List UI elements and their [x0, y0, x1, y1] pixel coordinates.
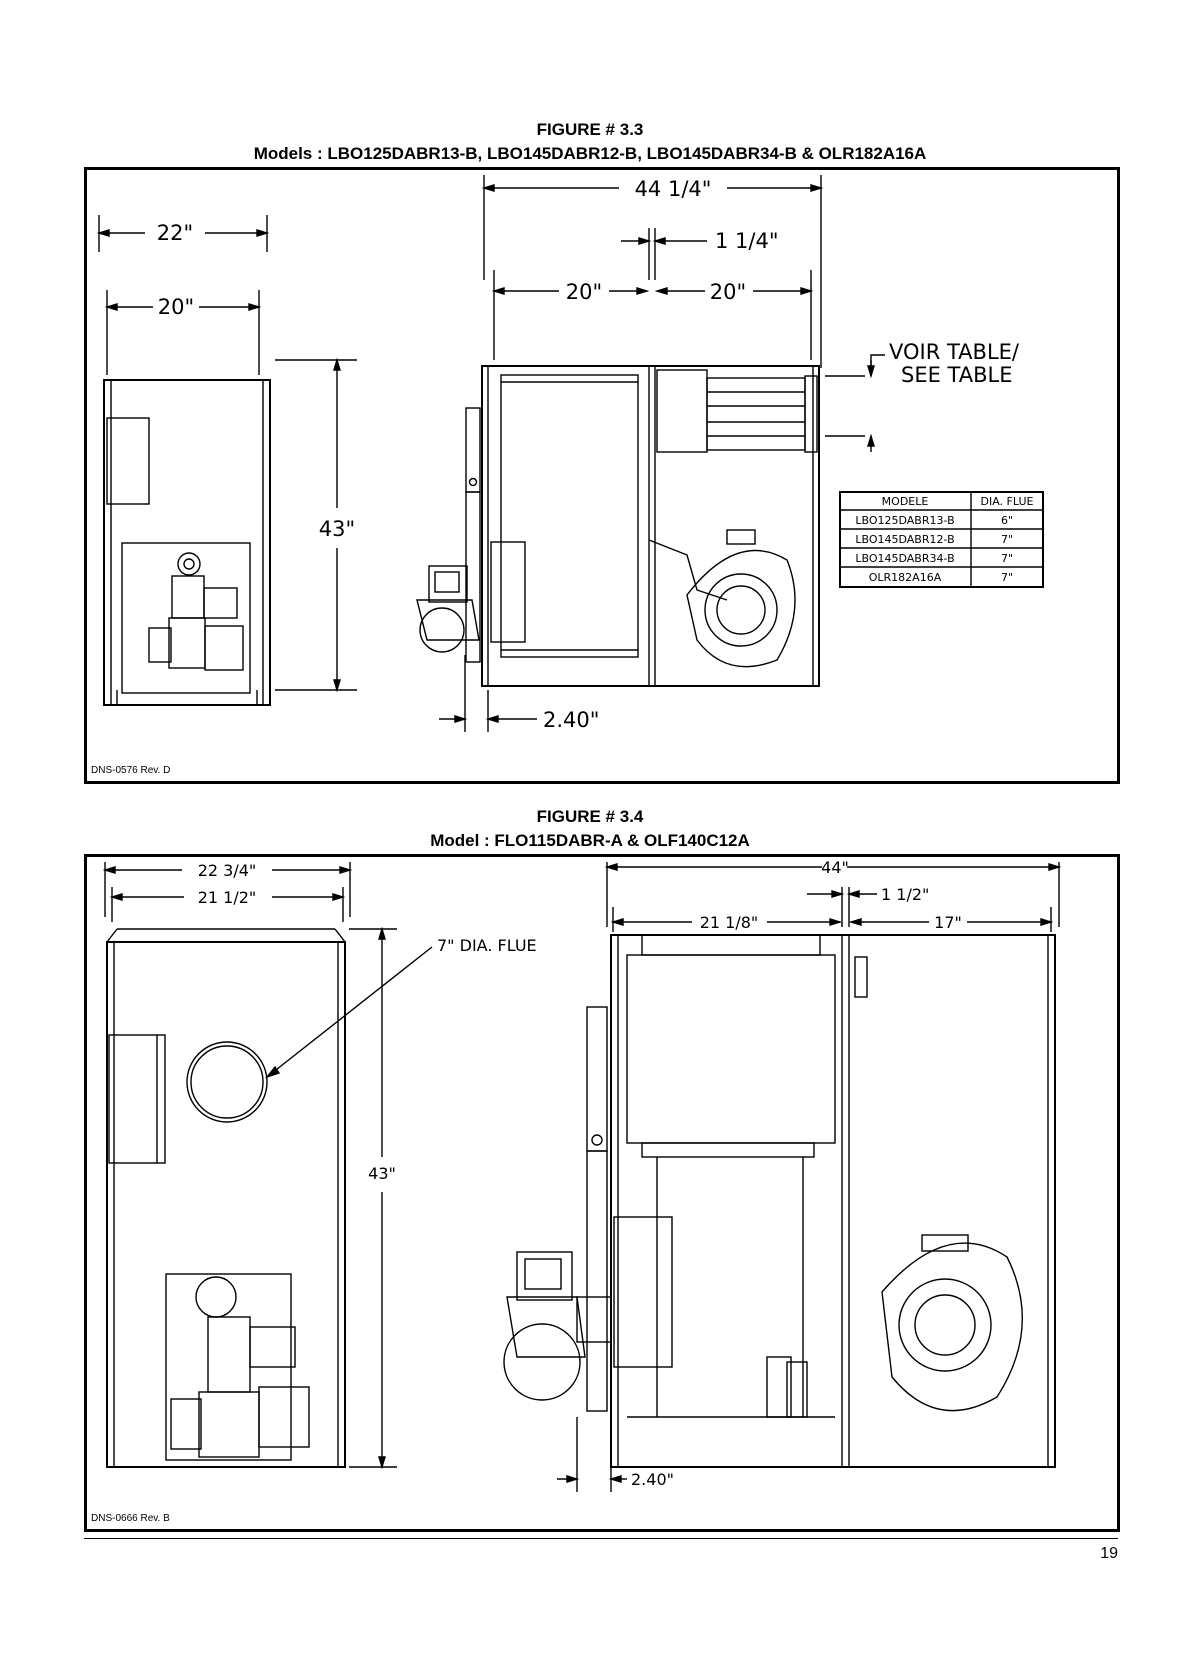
figure-3-4-frame: 22 3/4" 21 1/2" 43" 7" DIA. FLUE 44" 1 1… — [84, 854, 1120, 1532]
table-row-flue: 7" — [1001, 552, 1013, 565]
dim-front-depth-left: 21 1/8" — [700, 913, 759, 932]
dim-side-width-inner: 21 1/2" — [198, 888, 257, 907]
dim-side-width-outer: 22" — [157, 221, 193, 245]
figure-3-4-drawing: 22 3/4" 21 1/2" 43" 7" DIA. FLUE 44" 1 1… — [102, 858, 1062, 1492]
footer-rule — [84, 1538, 1118, 1539]
dim-front-depth-right: 20" — [710, 280, 746, 304]
table-row-model: LBO125DABR13-B — [855, 514, 954, 527]
dim-front-offset: 2.40" — [631, 1470, 674, 1489]
table-row-model: LBO145DABR34-B — [855, 552, 954, 565]
figure-3-3-revision: DNS-0576 Rev. D — [91, 765, 171, 776]
figure-3-4-number: FIGURE # 3.4 — [536, 807, 644, 826]
callout-see-table-en: SEE TABLE — [901, 363, 1012, 387]
dim-front-depth-total: 44" — [821, 858, 849, 877]
callout-see-table-fr: VOIR TABLE/ — [889, 340, 1020, 364]
page-number: 19 — [1100, 1545, 1118, 1562]
figure-3-3-drawing: 22" 20" 43" 44 1/4" 1 1/4" 20" 20" 2.40"… — [96, 175, 1044, 732]
dim-side-width-outer: 22 3/4" — [198, 861, 257, 880]
table-header-model: MODELE — [882, 495, 929, 508]
table-row-model: LBO145DABR12-B — [855, 533, 954, 546]
dim-side-height: 43" — [368, 1164, 396, 1183]
table-row-flue: 7" — [1001, 571, 1013, 584]
figure-3-4-models: Model : FLO115DABR-A & OLF140C12A — [430, 831, 750, 850]
figure-3-4-revision: DNS-0666 Rev. B — [91, 1513, 170, 1524]
dim-front-gap: 1 1/4" — [715, 229, 779, 253]
dim-front-depth-total: 44 1/4" — [635, 177, 712, 201]
table-row-flue: 6" — [1001, 514, 1013, 527]
figure-3-3-number: FIGURE # 3.3 — [536, 120, 644, 139]
dim-side-width-inner: 20" — [158, 295, 194, 319]
flue-table: MODELE DIA. FLUE LBO125DABR13-B 6" LBO14… — [839, 491, 1044, 588]
dim-front-depth-right: 17" — [934, 913, 962, 932]
figure-3-3-frame: 22" 20" 43" 44 1/4" 1 1/4" 20" 20" 2.40"… — [84, 167, 1120, 784]
dim-front-offset: 2.40" — [543, 708, 599, 732]
figure-3-3-models: Models : LBO125DABR13-B, LBO145DABR12-B,… — [253, 144, 927, 163]
table-row-model: OLR182A16A — [869, 571, 942, 584]
table-row-flue: 7" — [1001, 533, 1013, 546]
dim-side-height: 43" — [319, 517, 355, 541]
table-header-flue: DIA. FLUE — [981, 495, 1034, 508]
dim-front-depth-left: 20" — [566, 280, 602, 304]
dim-front-gap: 1 1/2" — [881, 885, 929, 904]
flue-callout: 7" DIA. FLUE — [437, 936, 537, 955]
